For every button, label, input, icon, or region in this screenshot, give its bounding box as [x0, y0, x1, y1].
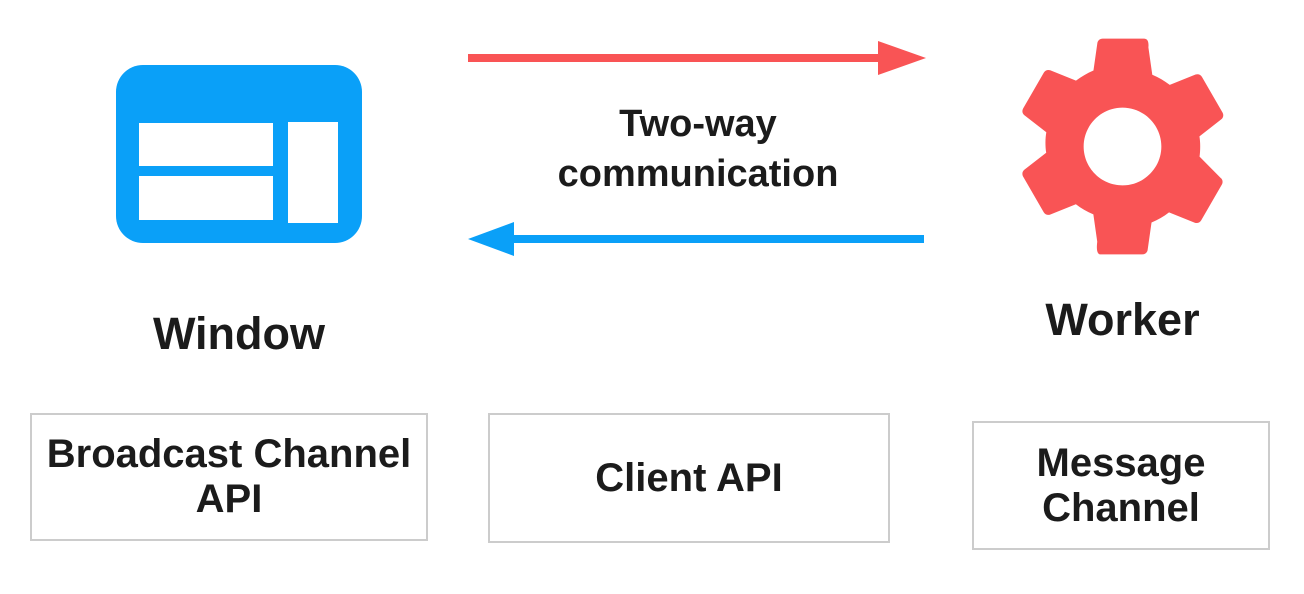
browser-content-bar-top	[139, 123, 273, 166]
arrow-right-shaft	[468, 54, 880, 62]
arrow-right-head	[878, 41, 926, 75]
arrow-left-shaft	[512, 235, 924, 243]
api-box-client-label: Client API	[595, 455, 783, 500]
connection-label: Two-way communication	[557, 103, 839, 196]
api-box-client: Client API	[488, 413, 890, 543]
arrow-right-window-to-worker	[468, 41, 926, 75]
gear-shape	[1022, 38, 1224, 255]
arrow-left-head	[468, 222, 514, 256]
api-box-message-channel: Message Channel	[972, 421, 1270, 550]
worker-node-label: Worker	[1045, 294, 1200, 345]
arrow-left-worker-to-window	[468, 222, 924, 256]
browser-sidebar-panel	[288, 122, 338, 223]
api-box-message-channel-label: Message Channel	[1036, 440, 1206, 530]
api-box-broadcast-channel-label: Broadcast Channel API	[46, 432, 412, 521]
browser-window-icon	[116, 65, 362, 243]
window-node-label: Window	[152, 308, 326, 359]
gear-icon	[1022, 38, 1224, 255]
api-box-broadcast-channel: Broadcast Channel API	[30, 413, 428, 541]
browser-content-bar-bottom	[139, 176, 273, 220]
